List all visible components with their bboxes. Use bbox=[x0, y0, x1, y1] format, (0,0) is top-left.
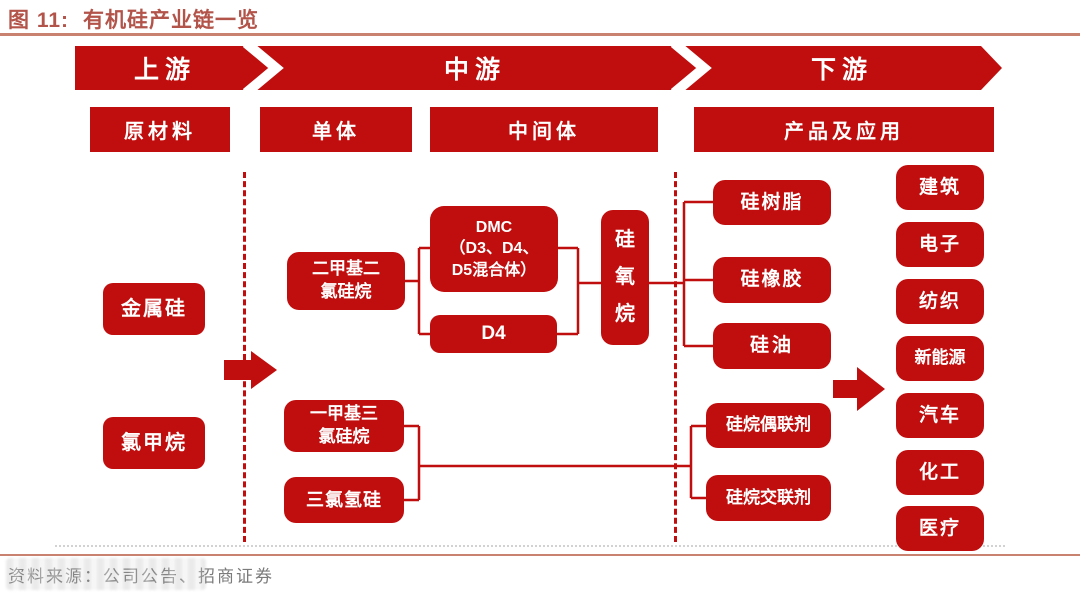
footer-rule bbox=[0, 554, 1080, 556]
node-silicone-oil: 硅油 bbox=[713, 323, 831, 369]
divider-midstream-downstream bbox=[674, 172, 677, 542]
header-intermediate: 中间体 bbox=[430, 107, 658, 152]
figure-number: 图 11: bbox=[8, 9, 70, 32]
figure-title: 图 11: 有机硅产业链一览 bbox=[8, 4, 259, 34]
faint-dotted-line bbox=[55, 545, 1005, 547]
header-products-applications: 产品及应用 bbox=[694, 107, 994, 152]
flow-arrow-upstream-tip-icon bbox=[251, 351, 277, 389]
node-methyl-trichlorosilane: 一甲基三 氯硅烷 bbox=[284, 400, 404, 452]
node-application-automotive: 汽车 bbox=[896, 393, 984, 438]
node-chloromethane: 氯甲烷 bbox=[103, 417, 205, 469]
watermark-smudge bbox=[6, 558, 206, 590]
stage-arrow-banner: 上游 中游 下游 bbox=[75, 46, 1002, 90]
node-silicone-rubber: 硅橡胶 bbox=[713, 257, 831, 303]
node-application-medical: 医疗 bbox=[896, 506, 984, 551]
node-application-electronics: 电子 bbox=[896, 222, 984, 267]
node-application-construction: 建筑 bbox=[896, 165, 984, 210]
header-raw-materials: 原材料 bbox=[90, 107, 230, 152]
node-application-new-energy: 新能源 bbox=[896, 336, 984, 381]
node-trichlorosilane: 三氯氢硅 bbox=[284, 477, 404, 523]
divider-upstream-midstream bbox=[243, 172, 246, 542]
figure-title-text: 有机硅产业链一览 bbox=[83, 8, 260, 32]
source-note: 资料来源：公司公告、招商证券 bbox=[8, 562, 274, 587]
node-application-textile: 纺织 bbox=[896, 279, 984, 324]
node-d4: D4 bbox=[430, 315, 557, 353]
flow-arrow-upstream-icon bbox=[224, 360, 251, 380]
node-silane-coupling-agent: 硅烷偶联剂 bbox=[706, 403, 831, 448]
title-underline bbox=[0, 33, 1080, 36]
header-monomer: 单体 bbox=[260, 107, 412, 152]
node-silicone-resin: 硅树脂 bbox=[713, 180, 831, 225]
node-silane-crosslinking-agent: 硅烷交联剂 bbox=[706, 475, 831, 521]
node-application-chemical: 化工 bbox=[896, 450, 984, 495]
banner-upstream-label: 上游 bbox=[133, 56, 197, 84]
chevron-separators-icon bbox=[75, 46, 1002, 90]
flow-arrow-applications-icon bbox=[833, 380, 857, 398]
node-metal-silicon: 金属硅 bbox=[103, 283, 205, 335]
node-dmc-mixture: DMC （D3、D4、 D5混合体） bbox=[430, 206, 558, 292]
node-siloxane: 硅氧烷 bbox=[615, 229, 635, 325]
banner-downstream-label: 下游 bbox=[810, 56, 874, 84]
banner-midstream-label: 中游 bbox=[443, 56, 507, 84]
node-dimethyl-dichlorosilane: 二甲基二 氯硅烷 bbox=[287, 252, 405, 310]
flow-arrow-applications-tip-icon bbox=[857, 367, 885, 411]
